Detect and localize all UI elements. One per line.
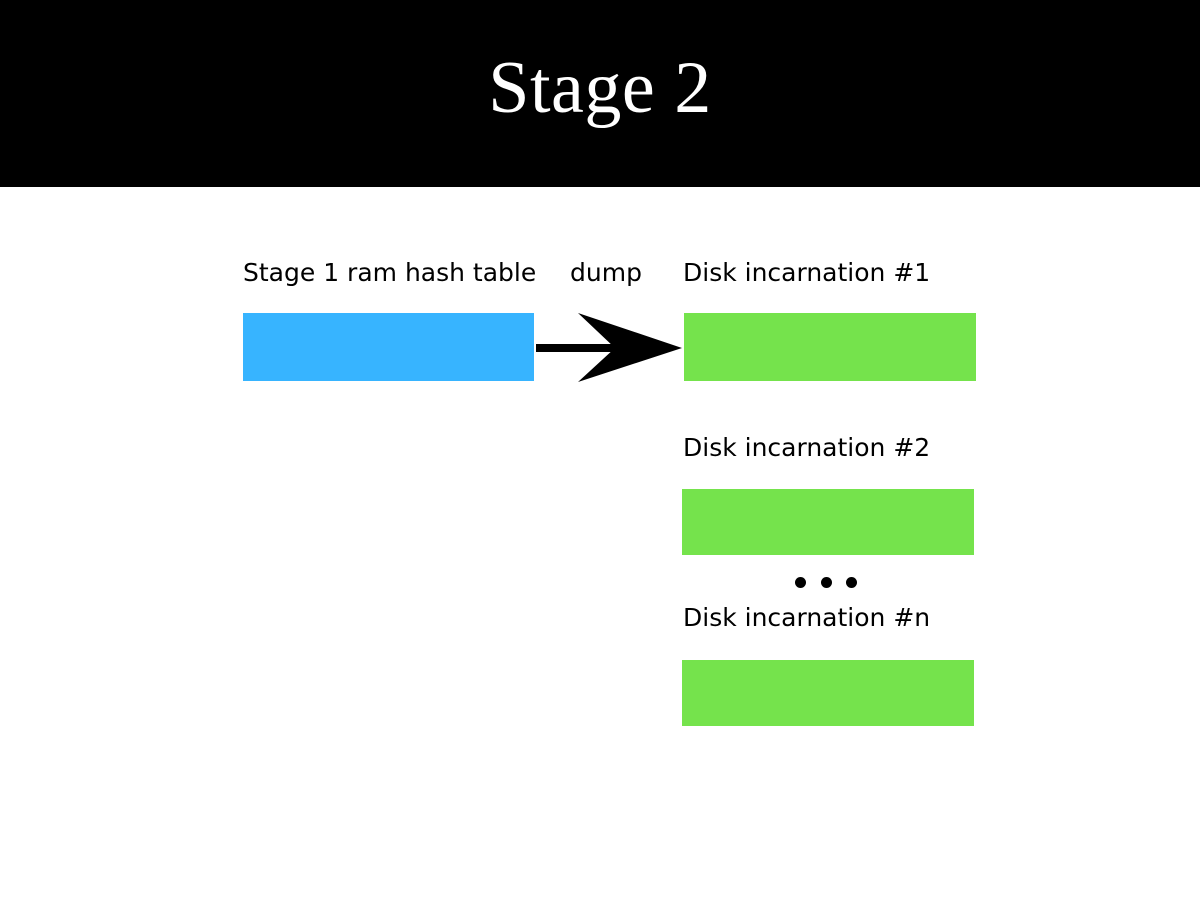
disk-incarnation-1-label: Disk incarnation #1 [683,258,931,287]
dump-label: dump [570,258,642,287]
ram-hash-table-label: Stage 1 ram hash table [243,258,537,287]
ram-hash-table-bar [243,313,534,381]
page-title: Stage 2 [488,46,712,129]
disk-incarnation-n-bar [682,660,974,726]
disk-incarnation-2-bar [682,489,974,555]
disk-incarnation-1-bar [684,313,976,381]
ellipsis-indicator [795,573,857,591]
ellipsis-dot [846,576,857,588]
dump-arrow-icon [536,313,682,382]
disk-incarnation-2-label: Disk incarnation #2 [683,433,931,462]
disk-incarnation-n-label: Disk incarnation #n [683,603,931,632]
title-banner [0,0,1200,187]
ellipsis-dot [820,576,832,588]
ellipsis-dot [795,576,806,588]
